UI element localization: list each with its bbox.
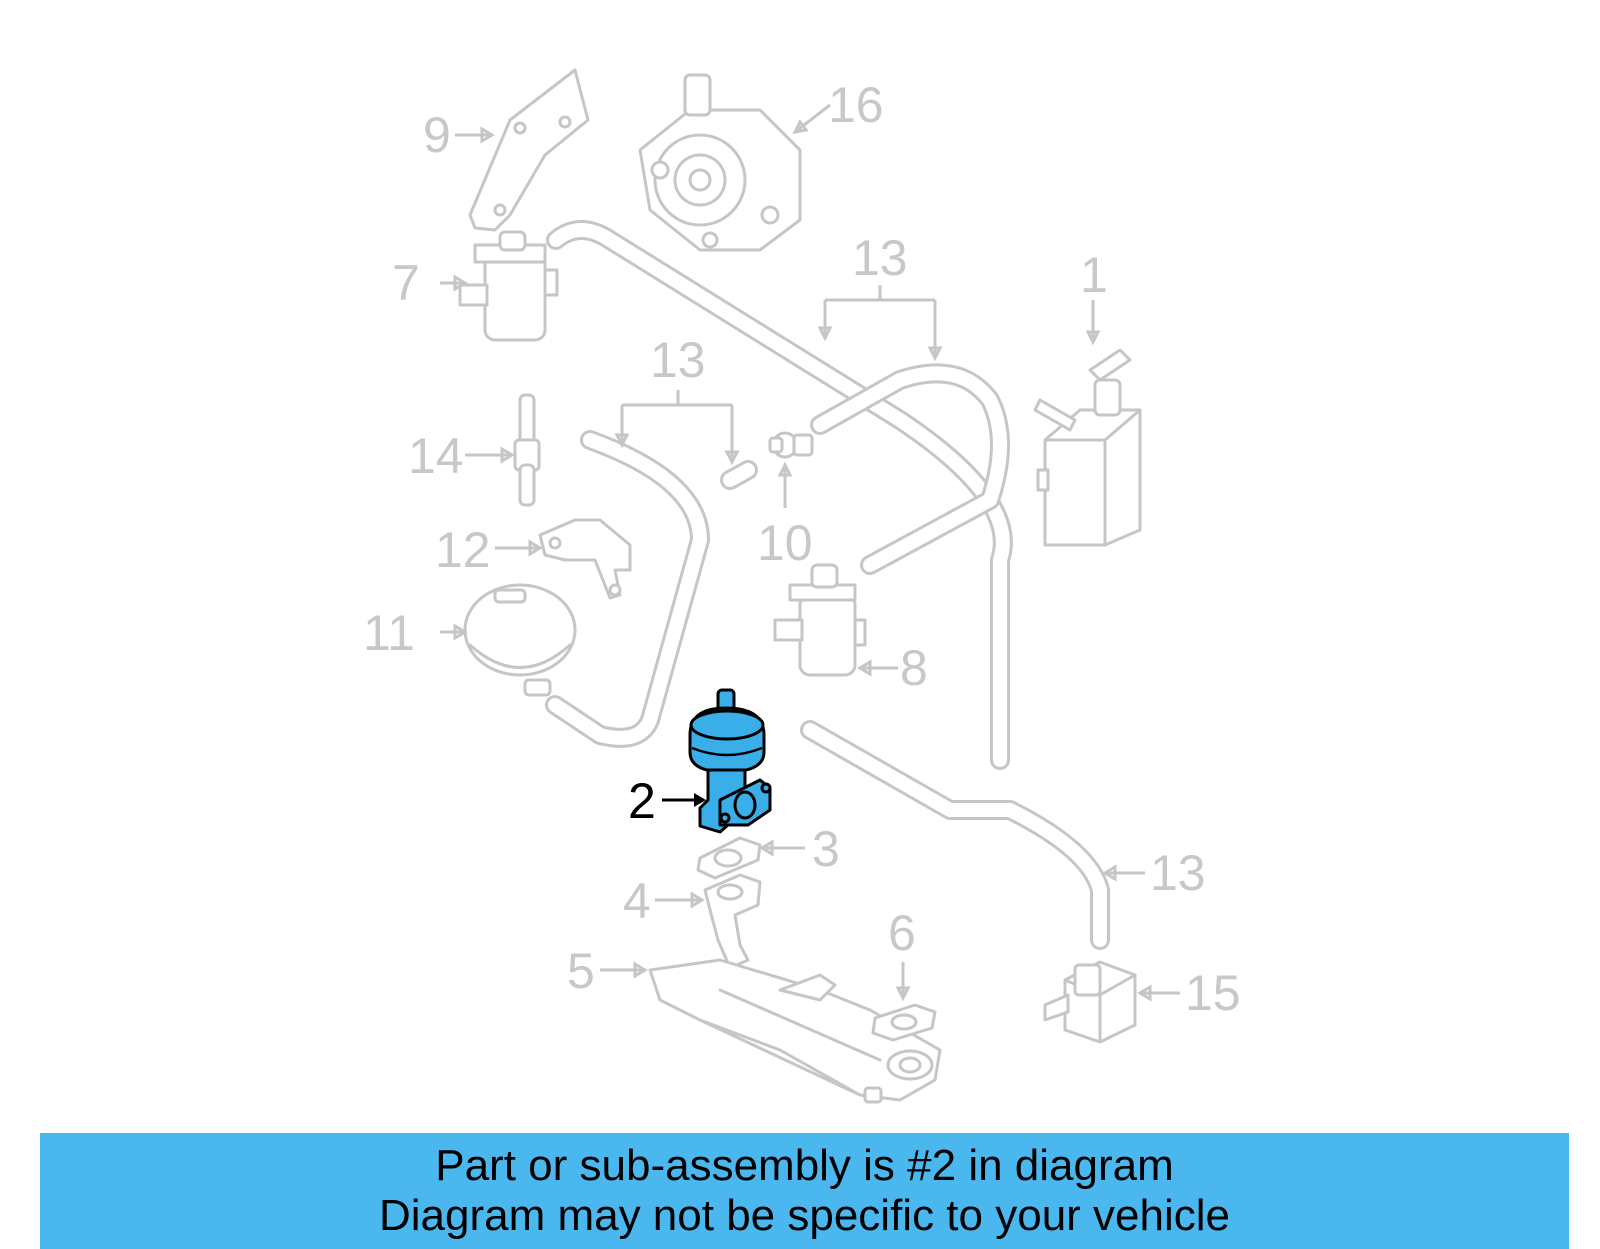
callout-16: 16 [828,77,884,133]
part-11-reservoir [463,583,577,697]
callout-13-mid: 13 [650,332,706,388]
callout-14: 14 [408,428,464,484]
hose-13-long [546,220,1013,770]
part-16-vacuum-pump [638,73,802,252]
callout-10: 10 [757,515,813,571]
callout-7: 7 [392,255,420,311]
part-9-bracket [468,68,590,232]
part-2-egr-valve [688,688,772,834]
part-7-solenoid [458,230,559,342]
part-5-egr-cooler [648,958,942,1104]
part-1-canister [1033,348,1142,547]
callout-15: 15 [1185,965,1241,1021]
callout-4: 4 [623,873,651,929]
part-4-pipe [703,873,762,970]
callout-6: 6 [888,905,916,961]
part-10-check-valve [768,431,814,459]
callout-11: 11 [363,605,415,661]
part-14-connector [513,393,541,507]
leader-lines [440,103,1180,1002]
callout-3: 3 [812,821,840,877]
callout-13-right: 13 [1150,845,1206,901]
part-3-gasket [696,836,762,880]
callout-5: 5 [567,943,595,999]
hose-13-short [720,460,758,490]
hose-13-lower [800,720,1110,950]
banner-line-2: Diagram may not be specific to your vehi… [378,1191,1231,1240]
callout-8: 8 [900,640,928,696]
part-15-solenoid [1043,960,1137,1044]
banner-line-1: Part or sub-assembly is #2 in diagram [435,1141,1174,1190]
part-6-gasket [871,1003,937,1042]
callout-labels: 9 16 7 13 1 13 14 10 12 11 8 2 3 4 13 5 … [363,77,1241,1021]
parts-diagram: 9 16 7 13 1 13 14 10 12 11 8 2 3 4 13 5 … [363,68,1241,1104]
callout-9: 9 [423,107,451,163]
callout-12: 12 [435,522,491,578]
hose-13-loop [810,363,1010,575]
part-12-bracket [538,518,632,600]
callout-2: 2 [628,773,656,829]
callout-13-top: 13 [852,230,908,286]
part-8-solenoid [773,563,867,677]
hose-13-left [545,430,710,748]
info-banner: Part or sub-assembly is #2 in diagram Di… [40,1133,1569,1249]
callout-1: 1 [1080,247,1108,303]
